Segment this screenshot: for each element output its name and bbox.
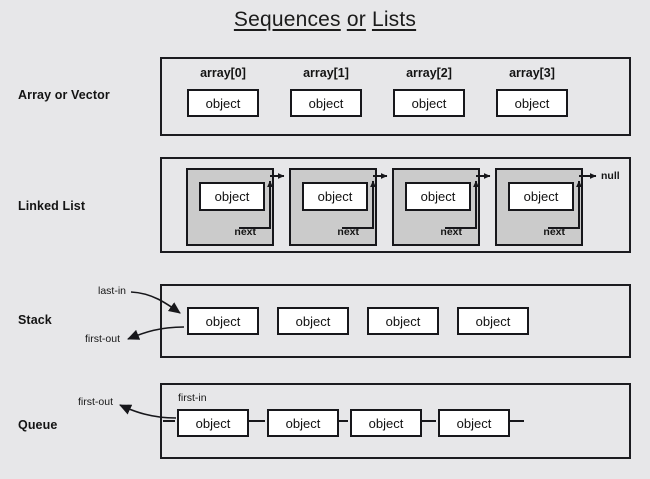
stack-cell[interactable]: object: [187, 307, 259, 335]
queue-cell[interactable]: object: [438, 409, 510, 437]
queue-first-in-label: first-in: [178, 392, 207, 404]
stack-cell[interactable]: object: [367, 307, 439, 335]
queue-section-frame: object object object object: [160, 383, 631, 459]
array-cell[interactable]: object: [187, 89, 259, 117]
linked-list-node[interactable]: object next: [289, 168, 377, 246]
stack-cell[interactable]: object: [277, 307, 349, 335]
next-pointer-label: next: [234, 226, 256, 238]
row-label-linked-list: Linked List: [18, 199, 86, 213]
array-index-label-2: array[2]: [406, 66, 452, 80]
row-label-array: Array or Vector: [18, 88, 110, 102]
array-cell[interactable]: object: [496, 89, 568, 117]
linked-list-node[interactable]: object next: [495, 168, 583, 246]
stack-cell[interactable]: object: [457, 307, 529, 335]
title-word-sequences: Sequences: [233, 8, 341, 31]
title-word-lists: Lists: [371, 8, 417, 31]
queue-cell[interactable]: object: [350, 409, 422, 437]
row-label-queue: Queue: [18, 418, 58, 432]
stack-first-out-label: first-out: [85, 333, 121, 345]
stack-last-in-label: last-in: [98, 285, 127, 297]
array-cell[interactable]: object: [290, 89, 362, 117]
array-index-label-1: array[1]: [303, 66, 349, 80]
queue-cell[interactable]: object: [267, 409, 339, 437]
linked-list-object[interactable]: object: [405, 182, 471, 211]
array-section-frame: array[0] array[1] array[2] array[3] obje…: [160, 57, 631, 136]
array-index-label-3: array[3]: [509, 66, 555, 80]
title-word-or: or: [346, 8, 366, 31]
next-pointer-label: next: [337, 226, 359, 238]
array-cell[interactable]: object: [393, 89, 465, 117]
linked-list-node[interactable]: object next: [186, 168, 274, 246]
next-pointer-label: next: [543, 226, 565, 238]
next-pointer-label: next: [440, 226, 462, 238]
page-title: Sequences or Lists: [0, 8, 650, 32]
linked-list-object[interactable]: object: [302, 182, 368, 211]
linked-list-section-frame: object next object next object next obje…: [160, 157, 631, 253]
linked-list-object[interactable]: object: [199, 182, 265, 211]
row-label-stack: Stack: [18, 313, 52, 327]
null-terminator-label: null: [601, 170, 620, 182]
queue-cell[interactable]: object: [177, 409, 249, 437]
queue-first-out-label: first-out: [78, 396, 114, 408]
linked-list-object[interactable]: object: [508, 182, 574, 211]
linked-list-node[interactable]: object next: [392, 168, 480, 246]
array-index-label-0: array[0]: [200, 66, 246, 80]
stack-section-frame: object object object object: [160, 284, 631, 358]
